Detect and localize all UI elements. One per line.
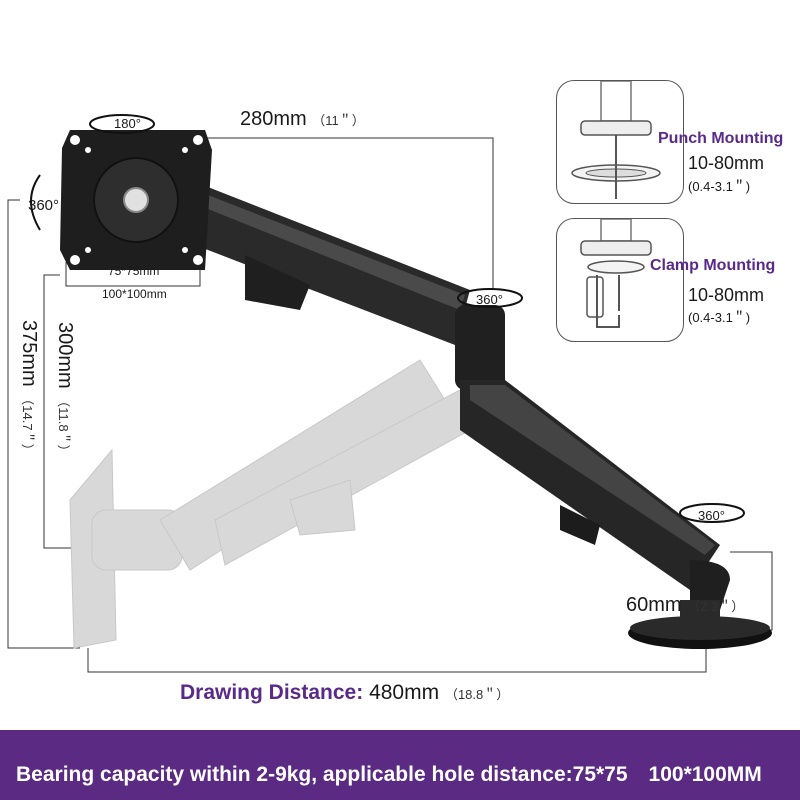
vesa-100-label: 100*100mm bbox=[102, 287, 167, 301]
height-375-dimension: 375mm （14.7＂） bbox=[17, 320, 40, 457]
dimension-lines bbox=[7, 137, 773, 673]
drawing-distance-dimension: Drawing Distance: 480mm （18.8＂） bbox=[180, 681, 509, 705]
elbow-rotation-label: 360° bbox=[476, 292, 503, 307]
punch-mounting-range: 10-80mm bbox=[688, 153, 765, 173]
height-300-inches: （11.8＂） bbox=[56, 394, 71, 458]
plate-rotation-label: 360° bbox=[28, 197, 60, 214]
drawing-distance-label: Drawing Distance: bbox=[180, 681, 364, 704]
ghost-arm bbox=[69, 359, 471, 649]
punch-mounting-title: Punch Mounting bbox=[658, 130, 784, 147]
clamp-mounting-range: 10-80mm bbox=[688, 285, 765, 305]
footer-banner: Bearing capacity within 2-9kg, applicabl… bbox=[0, 730, 800, 800]
rotation-arrows bbox=[30, 114, 745, 523]
height-375-inches: （14.7＂） bbox=[20, 392, 35, 457]
base-height-dimension: 60mm （2.3＂） bbox=[626, 594, 744, 617]
clamp-mount-icon bbox=[580, 218, 652, 328]
clamp-mounting-inset bbox=[556, 218, 684, 342]
height-375-value: 375mm bbox=[18, 320, 40, 387]
vesa-plate bbox=[60, 130, 212, 270]
base-rotation-label: 360° bbox=[698, 508, 725, 523]
punch-mounting-range-inches: (0.4-3.1＂) bbox=[688, 179, 751, 194]
footer-text: Bearing capacity within 2-9kg, applicabl… bbox=[16, 763, 762, 786]
monitor-arm bbox=[190, 180, 772, 649]
base-height-value: 60mm bbox=[626, 594, 682, 616]
height-300-dimension: 300mm （11.8＂） bbox=[53, 322, 76, 458]
height-300-value: 300mm bbox=[54, 322, 76, 389]
clamp-mounting-range-inches: (0.4-3.1＂) bbox=[688, 310, 751, 325]
arm-length-dimension: 280mm （11＂） bbox=[240, 108, 365, 131]
punch-mount-icon bbox=[571, 80, 661, 199]
drawing-distance-value: 480mm bbox=[369, 681, 440, 704]
base-height-inches: （2.3＂） bbox=[687, 599, 745, 614]
punch-mounting-inset bbox=[556, 80, 684, 204]
tilt-rotation-label: 180° bbox=[114, 116, 141, 131]
clamp-mounting-title: Clamp Mounting bbox=[650, 257, 776, 274]
arm-length-value: 280mm bbox=[240, 108, 307, 130]
drawing-distance-inches: （18.8＂） bbox=[444, 687, 510, 702]
vesa-75-label: 75*75mm bbox=[108, 264, 160, 278]
arm-length-inches: （11＂） bbox=[312, 113, 365, 128]
